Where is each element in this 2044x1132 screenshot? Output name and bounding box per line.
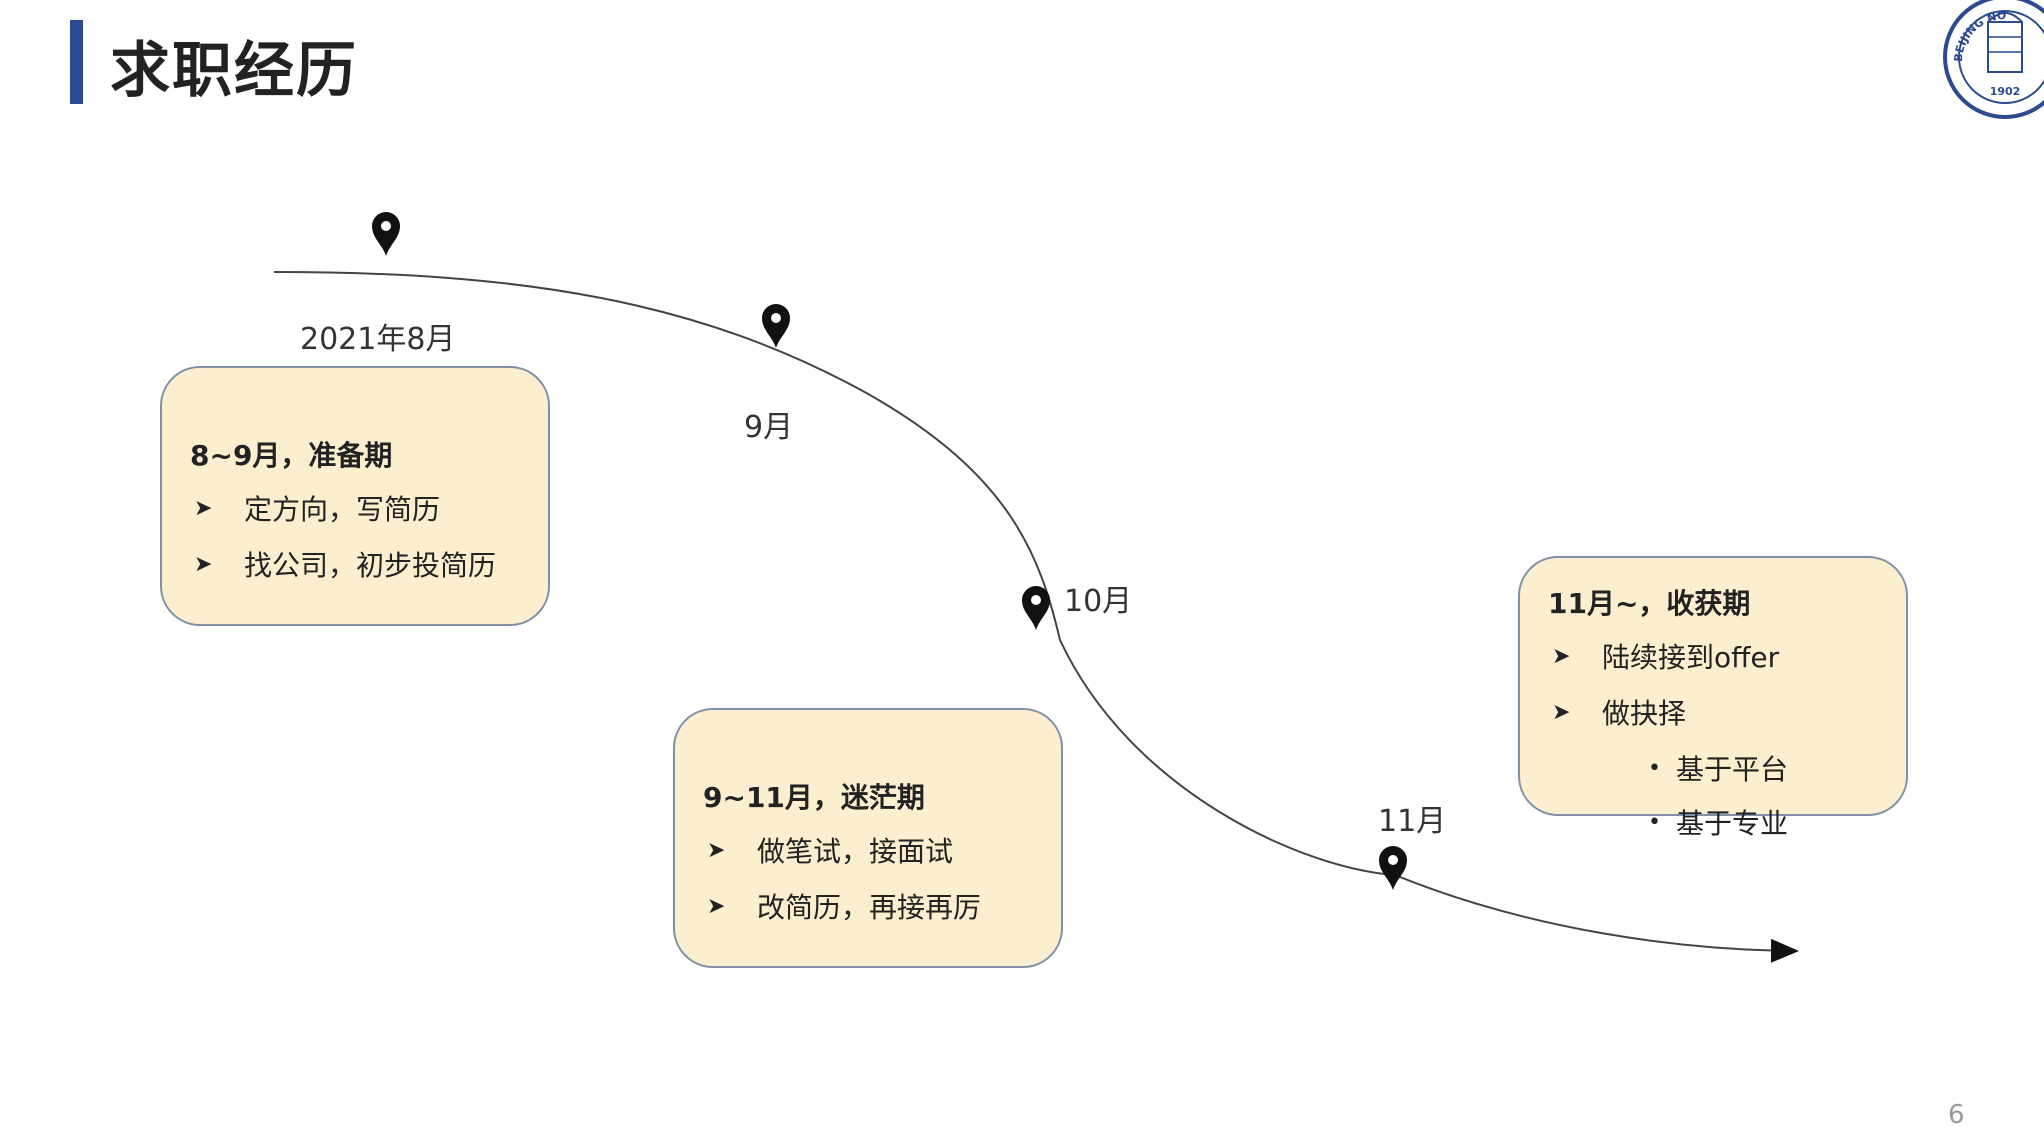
- list-item: ➤ 陆续接到offer: [1552, 641, 1780, 674]
- sub-list-item: • 基于平台: [1648, 753, 1789, 786]
- page-title: 求职经历: [110, 36, 358, 106]
- milestone-label: 2021年8月: [300, 322, 456, 357]
- map-pin-icon: [762, 304, 790, 348]
- arrow-bullet-icon: ➤: [1552, 643, 1571, 669]
- phase-card-preparation: 8~9月，准备期 ➤ 定方向，写简历 ➤ 找公司，初步投简历: [160, 366, 550, 626]
- title-accent-bar: [70, 20, 83, 104]
- map-pin-icon: [1022, 586, 1050, 630]
- dot-bullet-icon: •: [1648, 755, 1661, 781]
- list-item: ➤ 定方向，写简历: [194, 493, 441, 526]
- list-item: ➤ 做笔试，接面试: [707, 835, 954, 868]
- university-seal-logo: BEIJING NO 1902: [1943, 0, 2044, 119]
- sub-list-item: • 基于专业: [1648, 807, 1789, 840]
- arrow-bullet-icon: ➤: [194, 551, 213, 577]
- card-heading: 11月~，收获期: [1548, 587, 1751, 620]
- map-pin-icon: [1379, 846, 1407, 890]
- milestone-label: 10月: [1064, 584, 1133, 619]
- card-heading: 8~9月，准备期: [190, 439, 393, 472]
- milestone-label: 11月: [1378, 804, 1447, 839]
- phase-card-confusion: 9~11月，迷茫期 ➤ 做笔试，接面试 ➤ 改简历，再接再厉: [673, 708, 1063, 968]
- timeline-curve: [273, 271, 1799, 963]
- list-item: ➤ 改简历，再接再厉: [707, 891, 982, 924]
- card-heading: 9~11月，迷茫期: [703, 781, 925, 814]
- map-pin-icon: [372, 212, 400, 256]
- milestone-label: 9月: [744, 410, 794, 445]
- phase-card-harvest: 11月~，收获期 ➤ 陆续接到offer ➤ 做抉择 • 基于平台 • 基于专业: [1518, 556, 1908, 840]
- dot-bullet-icon: •: [1648, 809, 1661, 835]
- arrow-bullet-icon: ➤: [707, 893, 726, 919]
- arrow-bullet-icon: ➤: [707, 837, 726, 863]
- arrow-bullet-icon: ➤: [1552, 699, 1571, 725]
- arrow-bullet-icon: ➤: [194, 495, 213, 521]
- page-number: 6: [1948, 1100, 1965, 1130]
- list-item: ➤ 找公司，初步投简历: [194, 549, 497, 582]
- seal-year: 1902: [1990, 85, 2021, 98]
- list-item: ➤ 做抉择: [1552, 697, 1687, 730]
